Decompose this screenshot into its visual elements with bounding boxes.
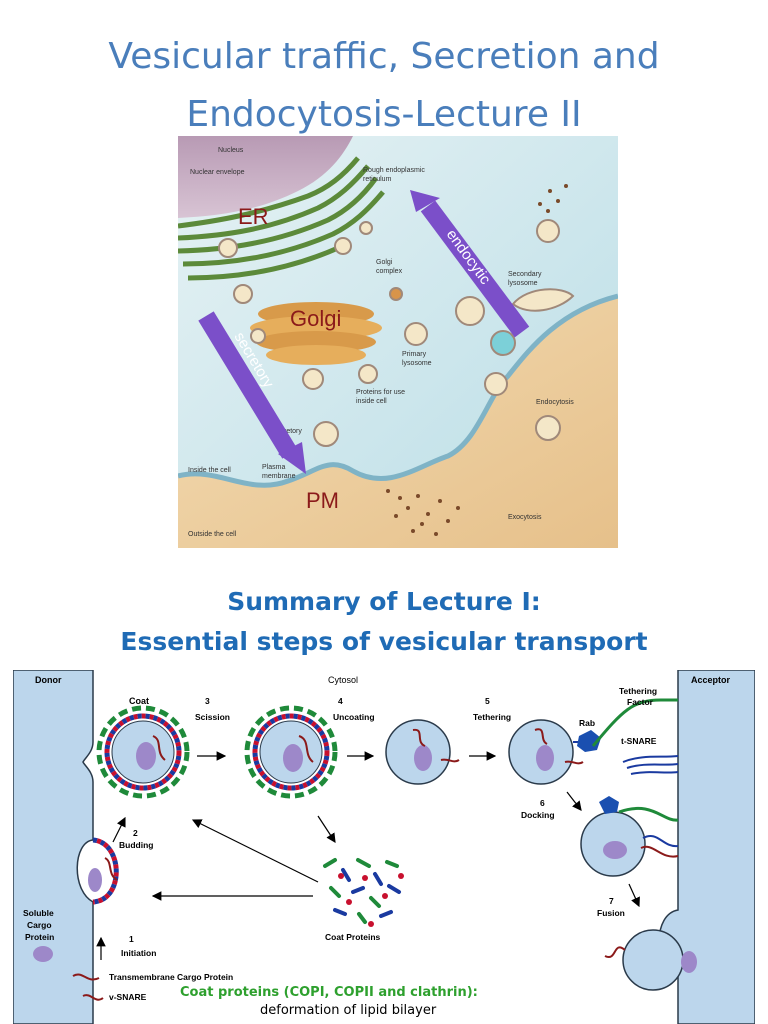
soluble-cargo-label-2: Cargo (27, 920, 52, 930)
subtitle-line-1: Summary of Lecture I: (227, 587, 541, 616)
cell-illustration: Nucleus Nuclear envelope Rough endoplasm… (178, 136, 618, 548)
tethered-vesicle (508, 698, 678, 785)
step-5-label: Tethering (473, 712, 511, 722)
v-snare-legend-icon (82, 994, 104, 1001)
label-plasma-membrane-2: membrane (262, 473, 296, 480)
label-proteins-inside-2: inside cell (356, 398, 387, 405)
nucleus (178, 136, 353, 218)
t-snare (622, 755, 679, 775)
soluble-cargo-label-3: Protein (25, 932, 54, 942)
step-3-number: 3 (205, 696, 210, 706)
step-5-number: 5 (485, 696, 490, 706)
step-1-label: Initiation (121, 948, 156, 958)
label-primary-lysosome: Primary (402, 351, 427, 358)
label-proteins-inside: Proteins for use (356, 389, 405, 396)
label-secondary-lysosome-2: lysosome (508, 280, 538, 287)
soluble-cargo-icon (33, 946, 53, 962)
label-rough-er-2: reticulum (363, 176, 392, 183)
label-secretory-small: retory (284, 428, 302, 435)
t-snare-label: t-SNARE (621, 736, 657, 746)
tethering-factor-label-2: Factor (627, 697, 654, 707)
label-golgi-complex: Golgi (376, 259, 393, 266)
donor-label: Donor (35, 675, 62, 685)
flow-arrows (96, 751, 640, 960)
label-nucleus: Nucleus (218, 147, 244, 154)
rab-protein (577, 730, 601, 752)
label-pm: PM (306, 488, 339, 513)
golgi-stack (250, 302, 382, 365)
donor-membrane (13, 670, 94, 1024)
budding-vesicle (88, 837, 119, 905)
caption: Coat proteins (COPI, COPII and clathrin)… (180, 985, 600, 1018)
tethering-factor-label-1: Tethering (619, 686, 657, 696)
vesicle-transport-diagram: Donor Cytosol Acceptor Coat (13, 670, 755, 1024)
step-4-number: 4 (338, 696, 343, 706)
label-golgi: Golgi (290, 306, 341, 331)
step-1-number: 1 (129, 934, 134, 944)
label-exocytosis: Exocytosis (508, 514, 542, 521)
docking-vesicle (580, 796, 679, 877)
coat-label: Coat (129, 696, 149, 706)
label-inside-cell: Inside the cell (188, 467, 231, 474)
label-endocytosis: Endocytosis (536, 399, 574, 406)
title-line-1: Vesicular traffic, Secretion and (108, 36, 660, 77)
subtitle-line-2: Essential steps of vesicular transport (120, 627, 648, 656)
coated-vesicle-2 (244, 705, 338, 799)
fusing-vesicle (604, 929, 697, 991)
caption-black: deformation of lipid bilayer (260, 1003, 437, 1018)
page-title: Vesicular traffic, Secretion and Endocyt… (0, 28, 768, 144)
label-golgi-complex-2: complex (376, 268, 403, 275)
rab-label: Rab (579, 718, 595, 728)
step-7-number: 7 (609, 896, 614, 906)
step-7-label: Fusion (597, 908, 625, 918)
coat-proteins-label: Coat Proteins (325, 932, 381, 942)
step-4-label: Uncoating (333, 712, 375, 722)
title-line-2: Endocytosis-Lecture II (186, 94, 582, 135)
acceptor-label: Acceptor (691, 675, 731, 685)
soluble-cargo-label-1: Soluble (23, 908, 54, 918)
exocytosis-particles (386, 184, 568, 536)
tm-cargo-legend-icon (72, 973, 100, 981)
cytosol-label: Cytosol (328, 675, 358, 685)
label-outside-cell: Outside the cell (188, 531, 237, 538)
step-3-label: Scission (195, 712, 230, 722)
tm-cargo-label: Transmembrane Cargo Protein (109, 972, 233, 982)
label-secondary-lysosome: Secondary (508, 271, 542, 278)
label-er: ER (238, 204, 269, 229)
vesicles (218, 219, 575, 447)
step-2-label: Budding (119, 840, 153, 850)
step-2-number: 2 (133, 828, 138, 838)
v-snare-label: v-SNARE (109, 992, 147, 1002)
caption-green: Coat proteins (COPI, COPII and clathrin)… (180, 985, 478, 1000)
label-nuclear-envelope: Nuclear envelope (190, 169, 245, 176)
label-rough-er: Rough endoplasmic (363, 167, 425, 174)
subtitle: Summary of Lecture I: Essential steps of… (0, 582, 768, 662)
uncoated-vesicle (385, 719, 460, 785)
plasma-membrane (178, 293, 618, 488)
coated-vesicle-1 (96, 705, 190, 799)
label-plasma-membrane: Plasma (262, 464, 285, 471)
extracellular-space (178, 296, 618, 548)
step-6-label: Docking (521, 810, 555, 820)
label-primary-lysosome-2: lysosome (402, 360, 432, 367)
step-6-number: 6 (540, 798, 545, 808)
rough-er (178, 156, 385, 281)
coat-proteins-cloud (323, 858, 404, 927)
